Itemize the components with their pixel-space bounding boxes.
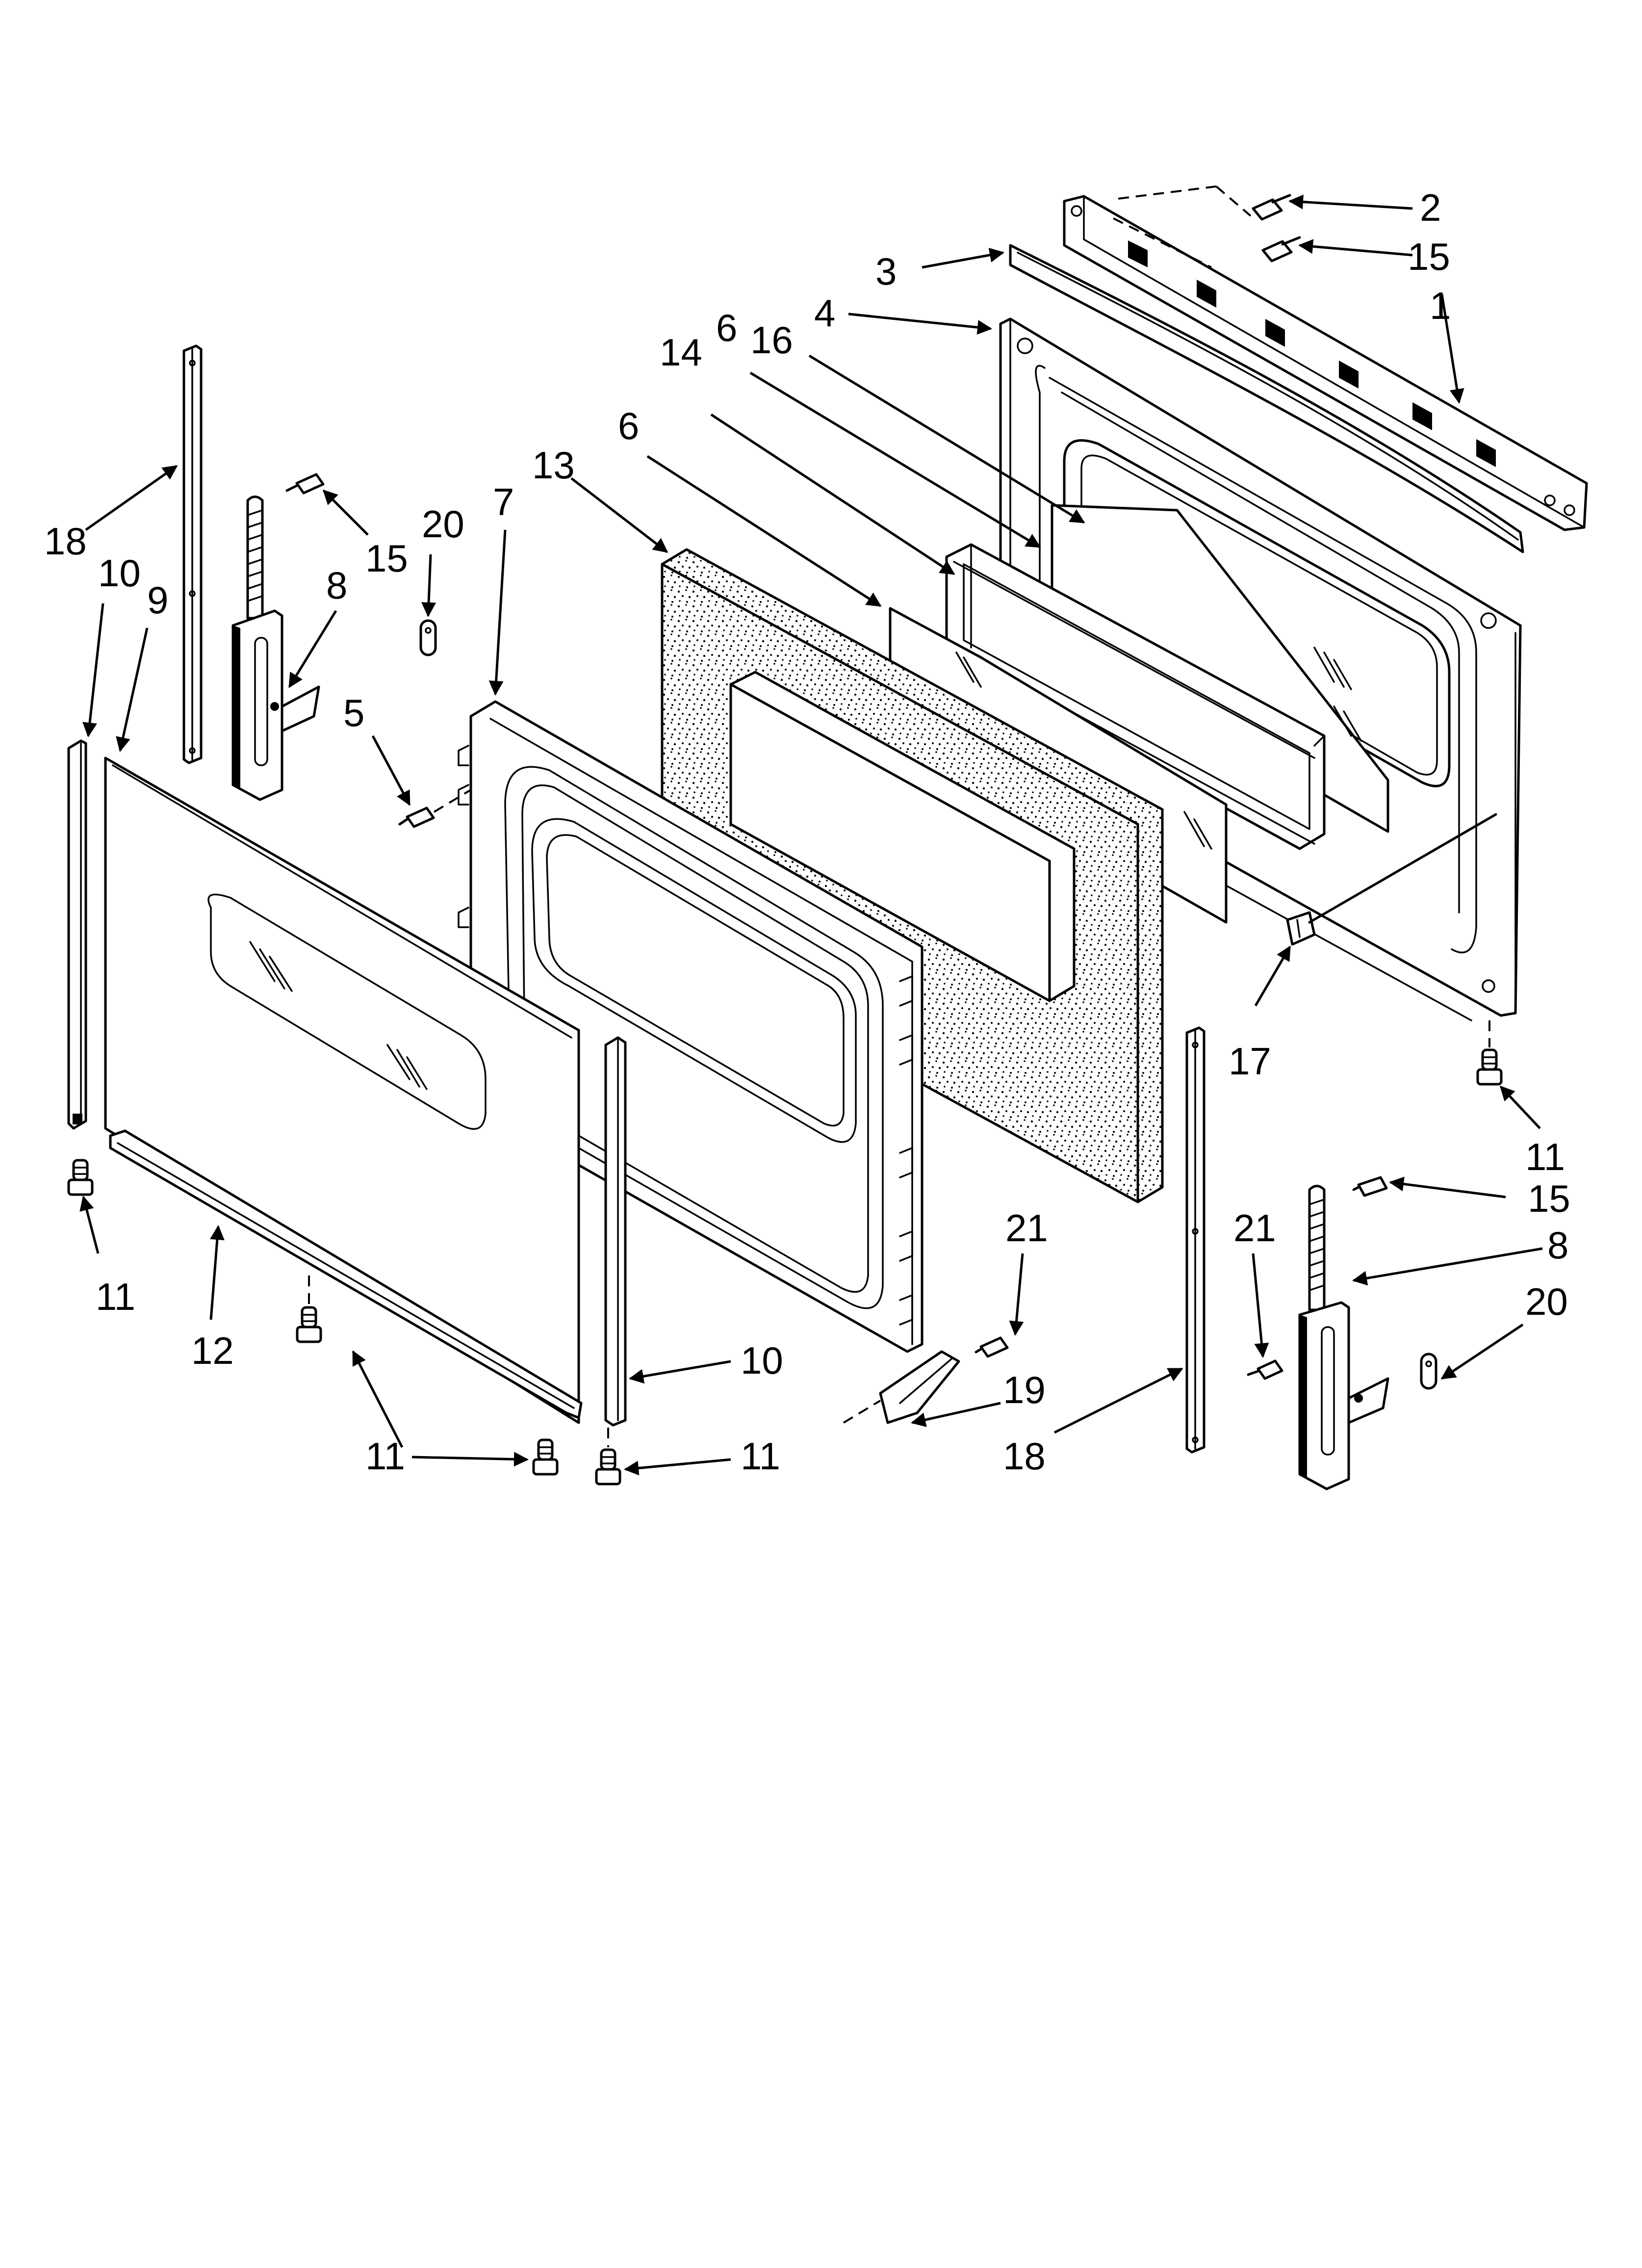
- callout-14: 14: [660, 331, 702, 374]
- callout-7: 7: [493, 480, 514, 523]
- screw-21-b-icon: [1247, 1359, 1283, 1380]
- callout-6: 6: [618, 404, 639, 447]
- callout-21: 21: [1005, 1206, 1048, 1250]
- screw-15-right-icon: [1352, 1176, 1388, 1197]
- callout-15: 15: [1528, 1177, 1570, 1220]
- callout-12: 12: [191, 1329, 234, 1372]
- door-clip: [1286, 813, 1497, 946]
- outer-door-glass: [104, 756, 580, 1424]
- door-handle: [1009, 244, 1524, 553]
- callout-4: 4: [814, 291, 835, 335]
- callout-11: 11: [1525, 1135, 1565, 1178]
- callout-6: 6: [716, 306, 737, 349]
- door-bracket: [843, 1350, 960, 1424]
- callout-11: 11: [741, 1434, 780, 1478]
- callout-13: 13: [532, 443, 575, 487]
- callout-15: 15: [365, 537, 408, 580]
- callout-19: 19: [1003, 1368, 1046, 1411]
- callout-11: 11: [365, 1434, 405, 1478]
- screw-11-icons: [67, 1020, 1503, 1486]
- callout-17: 17: [1229, 1040, 1271, 1083]
- callout-18: 18: [1003, 1434, 1046, 1478]
- insulation-pad: [661, 548, 1164, 1203]
- callout-2: 2: [1420, 186, 1441, 229]
- callout-18: 18: [44, 520, 87, 563]
- inner-door-liner: [458, 700, 924, 1353]
- hinge-left: [231, 495, 320, 801]
- callout-11: 11: [96, 1275, 135, 1318]
- callout-3: 3: [875, 250, 897, 293]
- side-trim-left: [67, 739, 87, 1130]
- callout-15: 15: [1408, 235, 1450, 278]
- callout-5: 5: [343, 691, 364, 734]
- callout-21: 21: [1233, 1206, 1276, 1250]
- callout-20: 20: [422, 502, 464, 546]
- callout-10: 10: [741, 1339, 783, 1382]
- callout-8: 8: [1547, 1224, 1568, 1267]
- callout-1: 1: [1430, 284, 1451, 327]
- screw-2-icon: [1118, 185, 1291, 221]
- glass-spacer-frame: [945, 543, 1326, 850]
- callout-20: 20: [1525, 1280, 1568, 1323]
- callout-8: 8: [326, 564, 347, 607]
- screw-15-left-icon: [285, 473, 325, 495]
- callout-9: 9: [147, 578, 168, 622]
- hinge-receiver-left: [182, 344, 203, 764]
- screw-21-a-icon: [975, 1336, 1009, 1358]
- callout-10: 10: [98, 551, 141, 595]
- leader-lines: [79, 194, 1543, 1476]
- top-trim-panel: [1063, 195, 1588, 531]
- hinge-stop-right: [1420, 1353, 1437, 1390]
- screw-5-icon: [398, 789, 472, 828]
- callout-16: 16: [750, 318, 793, 362]
- bottom-trim-strip: [109, 1129, 583, 1419]
- hinge-right: [1298, 1185, 1389, 1490]
- screw-15-top-icon: [1113, 217, 1301, 268]
- hinge-stop-left: [419, 619, 437, 656]
- hinge-receiver-right: [1185, 1026, 1206, 1454]
- side-trim-right: [604, 1036, 627, 1427]
- callout-labels: 2 15 3 1 4 16 6 14 6 13 7 20 18 15 10 9 …: [44, 186, 1570, 1478]
